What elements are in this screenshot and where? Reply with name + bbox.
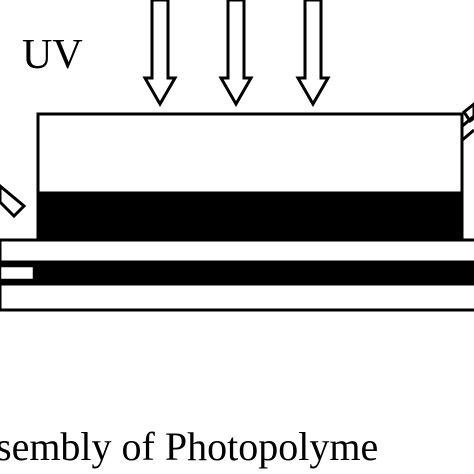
- down-arrow-icon: [142, 0, 178, 108]
- cover-plate: [36, 112, 464, 196]
- substrate-notch: [0, 264, 36, 282]
- diagram-caption: sembly of Photopolyme: [0, 424, 378, 469]
- uv-arrows: [142, 0, 331, 108]
- substrate-stack: [0, 238, 474, 312]
- down-arrow-icon: [295, 0, 331, 108]
- substrate-middle-layer: [0, 260, 474, 286]
- left-clip: [0, 184, 27, 219]
- uv-label: UV: [22, 32, 83, 78]
- substrate-bottom-plate: [0, 282, 474, 312]
- substrate-top-plate: [0, 238, 474, 264]
- down-arrow-icon: [218, 0, 254, 108]
- photopolymer-layer: [36, 191, 464, 241]
